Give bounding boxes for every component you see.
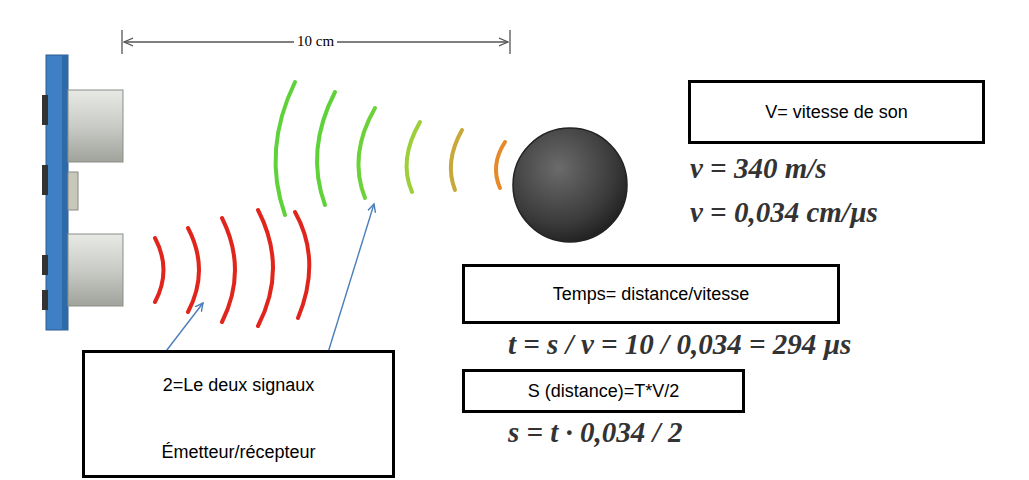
formula-box: V= vitesse de son — [688, 80, 985, 144]
formula-text: v = 0,034 cm/µs — [690, 196, 878, 229]
formula-text: t = s / v = 10 / 0,034 = 294 µs — [508, 328, 851, 361]
formula-text: s = t · 0,034 / 2 — [508, 416, 682, 449]
formula-text: v = 340 m/s — [690, 152, 827, 185]
formula-box: S (distance)=T*V/2 — [462, 369, 745, 413]
callout-box: 2=Le deux signauxÉmetteur/récepteur — [82, 350, 395, 478]
box-text: S (distance)=T*V/2 — [528, 381, 680, 402]
box-text: V= vitesse de son — [765, 102, 908, 123]
box-text: Temps= distance/vitesse — [553, 284, 750, 305]
box-text: Émetteur/récepteur — [161, 442, 315, 463]
dimension-label: 10 cm — [294, 33, 337, 50]
box-text: 2=Le deux signaux — [163, 375, 315, 396]
formula-box: Temps= distance/vitesse — [462, 264, 840, 324]
